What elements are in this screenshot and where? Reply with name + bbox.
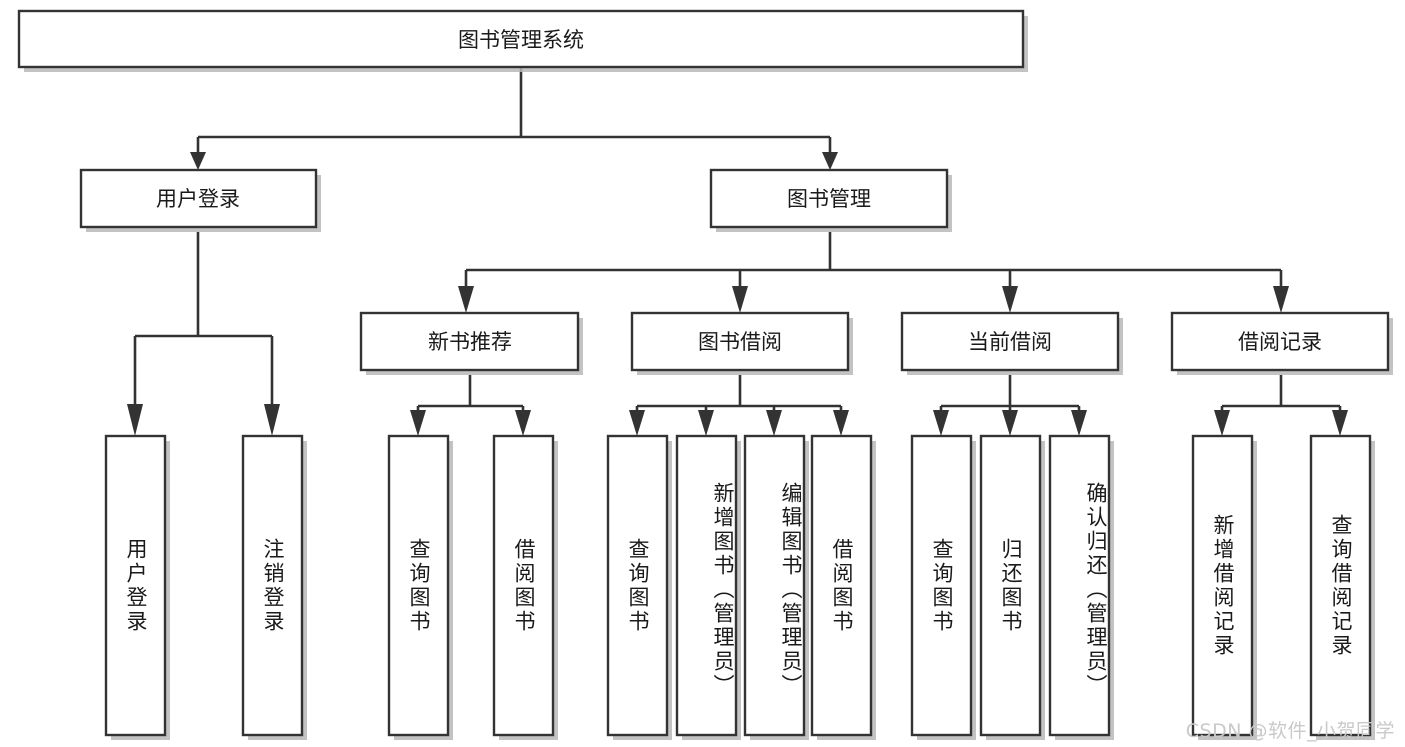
node-root[interactable]: 图书管理系统 bbox=[17, 9, 1028, 72]
node-book-manage[interactable]: 图书管理 bbox=[709, 168, 952, 232]
leaf-add-book-box[interactable] bbox=[675, 434, 738, 737]
arrow-borrow-record bbox=[1273, 286, 1289, 313]
leaf-query-book-1-box[interactable] bbox=[387, 434, 450, 737]
arrow-leaf-user-logout bbox=[264, 404, 280, 436]
leaf-query-book-2-label: 查询图书 bbox=[625, 537, 650, 634]
arrow-leaf-add-record bbox=[1214, 410, 1230, 436]
leaf-user-login[interactable]: 用户登录 bbox=[104, 434, 170, 740]
leaf-user-logout-label: 注销登录 bbox=[260, 537, 285, 634]
leaf-user-logout[interactable]: 注销登录 bbox=[241, 434, 307, 740]
node-new-book-recommend[interactable]: 新书推荐 bbox=[359, 311, 583, 375]
book-manage-box[interactable] bbox=[709, 168, 949, 229]
connector-group bbox=[127, 67, 1348, 436]
book-manage-label: 图书管理 bbox=[787, 187, 871, 211]
leaf-add-record[interactable]: 新增借阅记录 bbox=[1191, 434, 1257, 740]
leaf-query-record-box[interactable] bbox=[1309, 434, 1372, 737]
arrow-leaf-edit-book bbox=[766, 410, 782, 436]
leaf-borrow-book-2-box[interactable] bbox=[810, 434, 873, 737]
arrow-leaf-add-book bbox=[698, 410, 714, 436]
current-borrow-label: 当前借阅 bbox=[968, 330, 1052, 354]
leaf-borrow-book-1[interactable]: 借阅图书 bbox=[492, 434, 558, 740]
node-current-borrow[interactable]: 当前借阅 bbox=[900, 311, 1123, 375]
book-borrow-label: 图书借阅 bbox=[698, 330, 782, 354]
new-book-recommend-label: 新书推荐 bbox=[428, 330, 512, 354]
leaf-borrow-book-1-label: 借阅图书 bbox=[511, 537, 536, 634]
leaf-return-book-label: 归还图书 bbox=[998, 537, 1023, 634]
leaf-add-record-label: 新增借阅记录 bbox=[1210, 513, 1235, 658]
node-borrow-record[interactable]: 借阅记录 bbox=[1170, 311, 1393, 375]
user-login-label: 用户登录 bbox=[156, 187, 240, 211]
leaf-query-book-1[interactable]: 查询图书 bbox=[387, 434, 453, 740]
root-box[interactable] bbox=[17, 9, 1025, 69]
leaf-confirm-return-box[interactable] bbox=[1048, 434, 1111, 737]
arrow-user-login bbox=[190, 152, 206, 170]
arrow-leaf-query-book-3 bbox=[933, 410, 949, 436]
leaf-query-book-1-label: 查询图书 bbox=[406, 537, 431, 634]
leaf-query-book-2-box[interactable] bbox=[606, 434, 669, 737]
leaf-add-record-box[interactable] bbox=[1191, 434, 1254, 737]
leaf-user-login-box[interactable] bbox=[104, 434, 167, 737]
leaf-borrow-book-2-label: 借阅图书 bbox=[829, 537, 854, 634]
borrow-record-box[interactable] bbox=[1170, 311, 1390, 372]
arrow-leaf-borrow-book-2 bbox=[833, 410, 849, 436]
node-user-login[interactable]: 用户登录 bbox=[79, 168, 321, 232]
leaf-borrow-book-1-box[interactable] bbox=[492, 434, 555, 737]
borrow-record-label: 借阅记录 bbox=[1238, 330, 1322, 354]
node-book-borrow[interactable]: 图书借阅 bbox=[630, 311, 853, 375]
leaf-edit-book-box[interactable] bbox=[743, 434, 806, 737]
root-label: 图书管理系统 bbox=[458, 28, 584, 52]
current-borrow-box[interactable] bbox=[900, 311, 1120, 372]
leaf-user-login-label: 用户登录 bbox=[123, 537, 148, 634]
book-borrow-box[interactable] bbox=[630, 311, 850, 372]
arrow-leaf-return-book bbox=[1002, 410, 1018, 436]
leaf-query-book-3-box[interactable] bbox=[910, 434, 973, 737]
leaf-query-book-2[interactable]: 查询图书 bbox=[606, 434, 672, 740]
leaf-edit-book[interactable]: 编辑图书（管理员） bbox=[743, 434, 809, 740]
leaf-query-book-3[interactable]: 查询图书 bbox=[910, 434, 976, 740]
leaf-confirm-return[interactable]: 确认归还（管理员） bbox=[1048, 434, 1114, 740]
arrow-leaf-user-login bbox=[127, 404, 143, 436]
arrow-current-borrow bbox=[1002, 286, 1018, 313]
leaf-query-book-3-label: 查询图书 bbox=[929, 537, 954, 634]
arrow-new-book-recommend bbox=[458, 286, 474, 313]
leaf-return-book-box[interactable] bbox=[979, 434, 1042, 737]
arrow-leaf-borrow-book-1 bbox=[515, 410, 531, 436]
arrow-book-manage bbox=[822, 152, 838, 170]
leaf-user-logout-box[interactable] bbox=[241, 434, 304, 737]
arrow-book-borrow bbox=[732, 286, 748, 313]
leaf-query-record-label: 查询借阅记录 bbox=[1328, 513, 1353, 658]
new-book-recommend-box[interactable] bbox=[359, 311, 580, 372]
arrow-leaf-confirm-return bbox=[1071, 410, 1087, 436]
leaf-edit-book-label: 编辑图书（管理员） bbox=[779, 481, 803, 698]
leaf-confirm-return-label: 确认归还（管理员） bbox=[1084, 481, 1108, 698]
csdn-watermark: CSDN @软件_小贺同学 bbox=[1185, 720, 1395, 742]
leaf-add-book-label: 新增图书（管理员） bbox=[711, 481, 735, 698]
arrow-leaf-query-book-2 bbox=[629, 410, 645, 436]
leaf-return-book[interactable]: 归还图书 bbox=[979, 434, 1045, 740]
user-login-box[interactable] bbox=[79, 168, 318, 229]
leaf-add-book[interactable]: 新增图书（管理员） bbox=[675, 434, 741, 740]
arrow-leaf-query-book-1 bbox=[410, 410, 426, 436]
leaf-query-record[interactable]: 查询借阅记录 bbox=[1309, 434, 1375, 740]
arrow-leaf-query-record bbox=[1332, 410, 1348, 436]
leaf-borrow-book-2[interactable]: 借阅图书 bbox=[810, 434, 876, 740]
